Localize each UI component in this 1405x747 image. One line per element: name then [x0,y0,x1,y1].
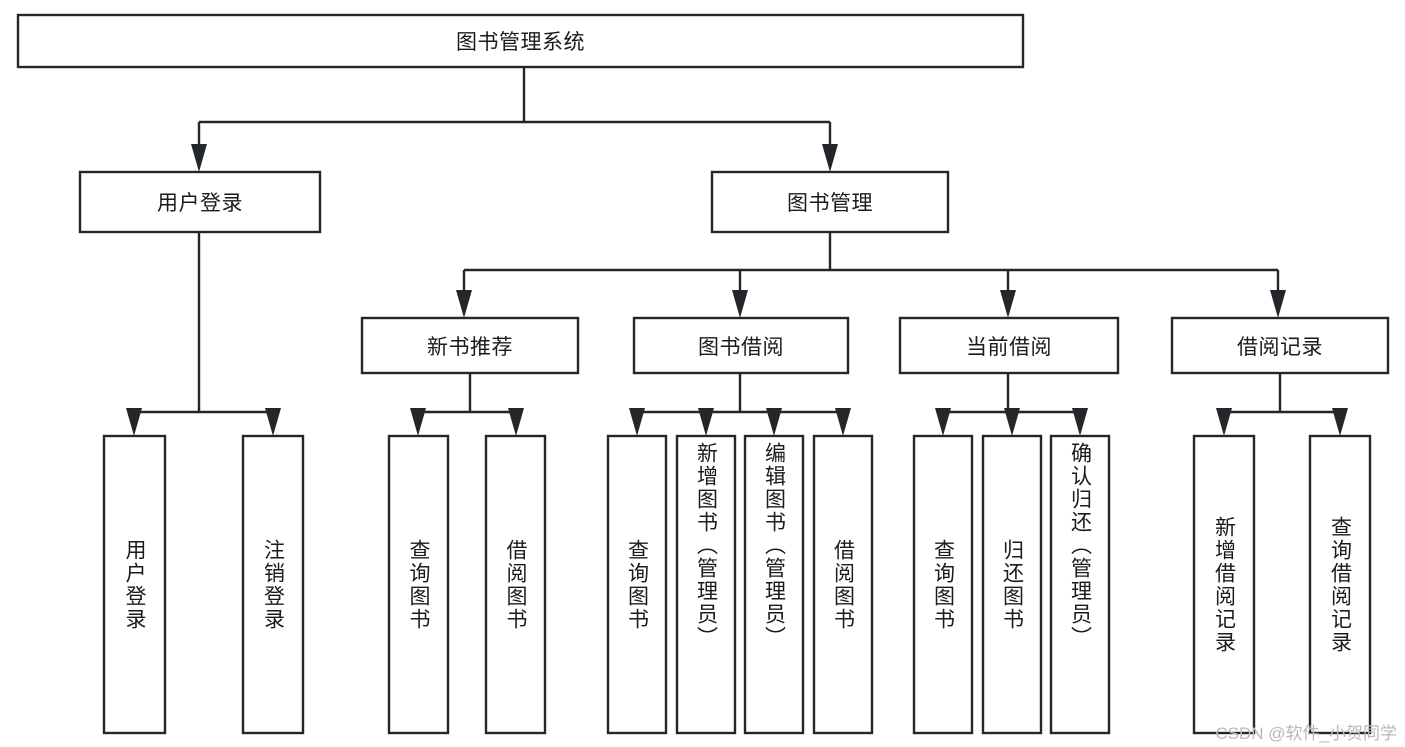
leaf-box-new-book-2[interactable] [484,434,547,735]
arrow-current-borrow-leaf-3 [1072,408,1088,436]
arrow-book-borrow-leaf-1 [629,408,645,436]
node-box-current-borrow[interactable] [898,316,1120,375]
leaf-box-book-borrow-3[interactable] [743,434,805,735]
leaf-box-borrow-record-1[interactable] [1192,434,1256,735]
arrow-current-borrow-leaf-2 [1004,408,1020,436]
node-box-book-borrow[interactable] [632,316,850,375]
arrow-borrow-record-leaf-2 [1332,408,1348,436]
node-box-user-login[interactable] [78,170,322,234]
arrow-bm-to-current-borrow [1000,290,1016,318]
leaf-box-book-borrow-1[interactable] [606,434,668,735]
arrow-new-book-leaf-2 [508,408,524,436]
leaf-box-book-borrow-4[interactable] [812,434,874,735]
arrow-bm-to-new-book-recommend [456,290,472,318]
arrow-book-borrow-leaf-4 [835,408,851,436]
arrow-bm-to-borrow-record [1270,290,1286,318]
node-box-root[interactable] [16,13,1025,69]
arrow-borrow-record-leaf-1 [1216,408,1232,436]
leaf-box-new-book-1[interactable] [387,434,450,735]
leaf-box-user-login-1[interactable] [102,434,167,735]
arrow-user-login-leaf-1 [126,408,142,436]
leaf-box-book-borrow-2[interactable] [675,434,737,735]
arrow-user-login-leaf-2 [265,408,281,436]
leaf-box-current-borrow-3[interactable] [1049,434,1111,735]
arrow-root-to-book-management [822,144,838,172]
node-box-book-management[interactable] [710,170,950,234]
arrow-book-borrow-leaf-2 [698,408,714,436]
arrow-current-borrow-leaf-1 [935,408,951,436]
node-box-borrow-record[interactable] [1170,316,1390,375]
arrow-bm-to-book-borrow [732,290,748,318]
arrow-new-book-leaf-1 [410,408,426,436]
leaf-box-borrow-record-2[interactable] [1308,434,1372,735]
arrow-book-borrow-leaf-3 [766,408,782,436]
leaf-box-current-borrow-2[interactable] [981,434,1043,735]
node-box-new-book-recommend[interactable] [360,316,580,375]
arrow-root-to-user-login [191,144,207,172]
leaf-box-current-borrow-1[interactable] [912,434,974,735]
leaf-box-user-login-2[interactable] [241,434,305,735]
